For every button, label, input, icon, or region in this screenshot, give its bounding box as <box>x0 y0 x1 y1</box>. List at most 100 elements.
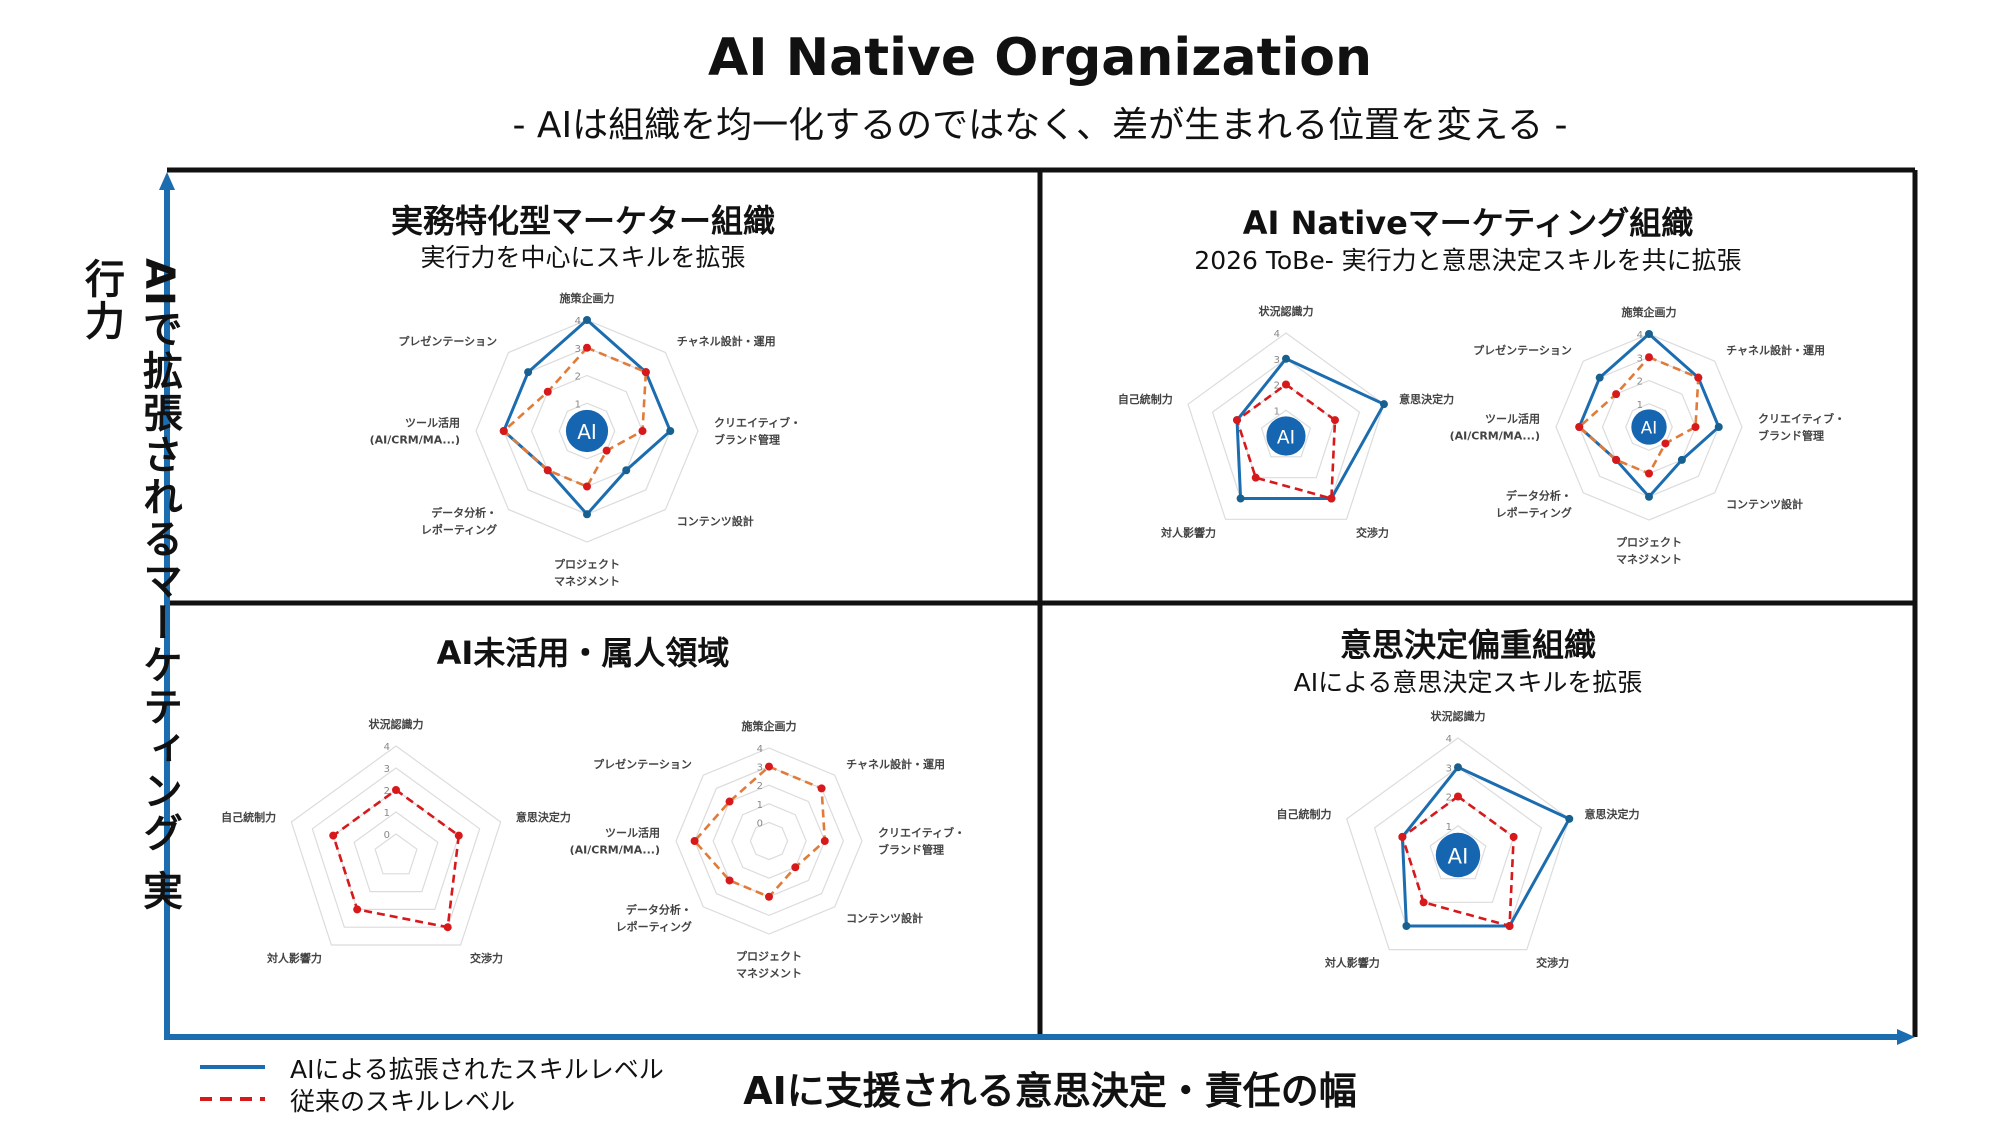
axis-label-line: データ分析・ <box>431 505 497 519</box>
axis-label-line: ブランド管理 <box>878 843 944 857</box>
grid-ring <box>475 319 699 543</box>
tick-label: 0 <box>384 830 390 841</box>
series-traditional-point <box>1454 792 1462 801</box>
series-traditional-point <box>602 446 611 455</box>
series-traditional-point <box>690 837 699 845</box>
series-ai-line <box>1400 765 1572 928</box>
quadrant-tr-title: AI Nativeマーケティング組織 <box>1242 204 1694 242</box>
axis-label-line: チャネル設計・運用 <box>1726 343 1825 357</box>
tick-label: 1 <box>1446 822 1452 833</box>
axis-label: データ分析・レポーティング <box>1496 489 1572 520</box>
radar-chart-tl-execution: 1234AI施策企画力チャネル設計・運用クリエイティブ・ブランド管理コンテンツ設… <box>370 291 802 588</box>
axis-label: プレゼンテーション <box>593 757 692 771</box>
tick-label: 1 <box>384 808 390 819</box>
series-traditional-point <box>1282 380 1290 389</box>
axis-label-line: プレゼンテーション <box>1473 343 1572 357</box>
quadrant-tl-subtitle: 実行力を中心にスキルを拡張 <box>420 243 746 272</box>
quadrant-br-subtitle: AIによる意思決定スキルを拡張 <box>1293 668 1643 697</box>
series-ai-point <box>583 510 591 519</box>
ai-badge-circle <box>1266 416 1306 456</box>
axis-label: チャネル設計・運用 <box>846 757 945 771</box>
axis-label: クリエイティブ・ブランド管理 <box>1758 412 1845 443</box>
ai-badge-circle <box>565 409 609 453</box>
axis-label: プロジェクトマネジメント <box>1616 535 1682 566</box>
series-ai-point <box>1677 455 1686 464</box>
axis-label-line: マネジメント <box>736 967 802 980</box>
axis-label: プロジェクトマネジメント <box>736 949 802 980</box>
axis-label-line: 意思決定力 <box>516 810 571 824</box>
series-traditional-point <box>1661 439 1670 448</box>
series-traditional-point <box>1509 832 1518 841</box>
axis-label-line: コンテンツ設計 <box>1726 497 1803 511</box>
tick-label: 3 <box>575 344 581 355</box>
series-traditional-point <box>817 784 826 793</box>
axis-label-line: データ分析・ <box>1506 489 1572 503</box>
series-traditional-point <box>443 923 452 932</box>
series-ai-point <box>1645 330 1653 338</box>
axis-label-line: 対人影響力 <box>1324 956 1380 970</box>
series-traditional-point <box>1327 494 1336 503</box>
grid-ring <box>1346 737 1570 951</box>
axis-label-line: プロジェクト <box>554 557 620 571</box>
axis-label-line: データ分析・ <box>626 903 692 917</box>
axis-label-line: 意思決定力 <box>1584 807 1639 821</box>
y-axis-label: AIで拡張されるマーケティング 実行力 <box>78 258 182 912</box>
grid-ring <box>1260 409 1312 458</box>
axis-label: 自己統制力 <box>1277 807 1332 821</box>
series-traditional-point <box>1694 373 1703 382</box>
tick-label: 2 <box>1274 381 1280 392</box>
axis-label-line: プロジェクト <box>736 949 802 963</box>
series-traditional-point <box>454 831 463 840</box>
series-traditional-point <box>1505 921 1514 930</box>
ai-badge-label: AI <box>1641 418 1657 438</box>
axis-label-line: プレゼンテーション <box>593 757 692 771</box>
series-ai-point <box>1379 400 1388 409</box>
axis-label: 対人影響力 <box>266 951 322 965</box>
series-traditional-line <box>331 788 461 929</box>
tick-label: 3 <box>384 764 390 775</box>
tick-label: 2 <box>1637 377 1643 388</box>
axis-label-line: (AI/CRM/MA...) <box>1450 430 1540 443</box>
axis-label-line: クリエイティブ・ <box>714 416 801 430</box>
x-axis-arrow <box>1897 1029 1915 1045</box>
grid-ring <box>374 833 418 875</box>
axis-label: コンテンツ設計 <box>1726 497 1803 511</box>
series-traditional-point <box>1691 423 1700 431</box>
axis-label: ツール活用(AI/CRM/MA...) <box>370 416 460 447</box>
axis-label: 対人影響力 <box>1324 956 1380 970</box>
series-traditional-point <box>1645 469 1653 478</box>
series-traditional-point <box>820 837 829 845</box>
quadrant-tl-title: 実務特化型マーケター組織 <box>390 202 775 240</box>
series-traditional-point <box>543 466 552 475</box>
series-traditional-point <box>638 427 647 435</box>
tick-label: 1 <box>757 800 763 811</box>
axis-label: ツール活用(AI/CRM/MA...) <box>1450 412 1540 443</box>
x-axis-label: AIに支援される意思決定・責任の幅 <box>743 1069 1357 1113</box>
axis-label-line: 状況認識力 <box>369 717 424 731</box>
series-traditional-point <box>725 876 734 885</box>
axis-label: 意思決定力 <box>1584 807 1639 821</box>
tick-label: 3 <box>1446 763 1452 774</box>
grid-ring <box>1187 332 1385 520</box>
series-traditional-point <box>353 905 362 914</box>
series-ai-point <box>622 466 631 475</box>
axis-label: 交渉力 <box>1536 956 1569 970</box>
axis-label: 交渉力 <box>1356 525 1389 539</box>
grid-ring <box>353 811 439 893</box>
axis-label-line: マネジメント <box>554 575 620 588</box>
tick-label: 4 <box>1274 329 1280 340</box>
series-traditional-point <box>765 892 773 901</box>
tick-label: 2 <box>384 786 390 797</box>
radar-chart-tr-execution: 1234AI施策企画力チャネル設計・運用クリエイティブ・ブランド管理コンテンツ設… <box>1450 305 1846 566</box>
axis-label-line: レポーティング <box>1496 506 1572 520</box>
axis-label: 意思決定力 <box>1399 392 1454 406</box>
series-traditional-point <box>1419 898 1428 907</box>
grid-ring <box>749 821 789 861</box>
grid-ring <box>1625 403 1673 451</box>
axis-label-line: (AI/CRM/MA...) <box>570 844 660 857</box>
series-traditional-point <box>392 786 400 794</box>
grid-ring <box>693 765 845 917</box>
axis-label-line: ブランド管理 <box>1758 429 1824 443</box>
legend-ai-label: AIによる拡張されたスキルレベル <box>290 1055 664 1084</box>
